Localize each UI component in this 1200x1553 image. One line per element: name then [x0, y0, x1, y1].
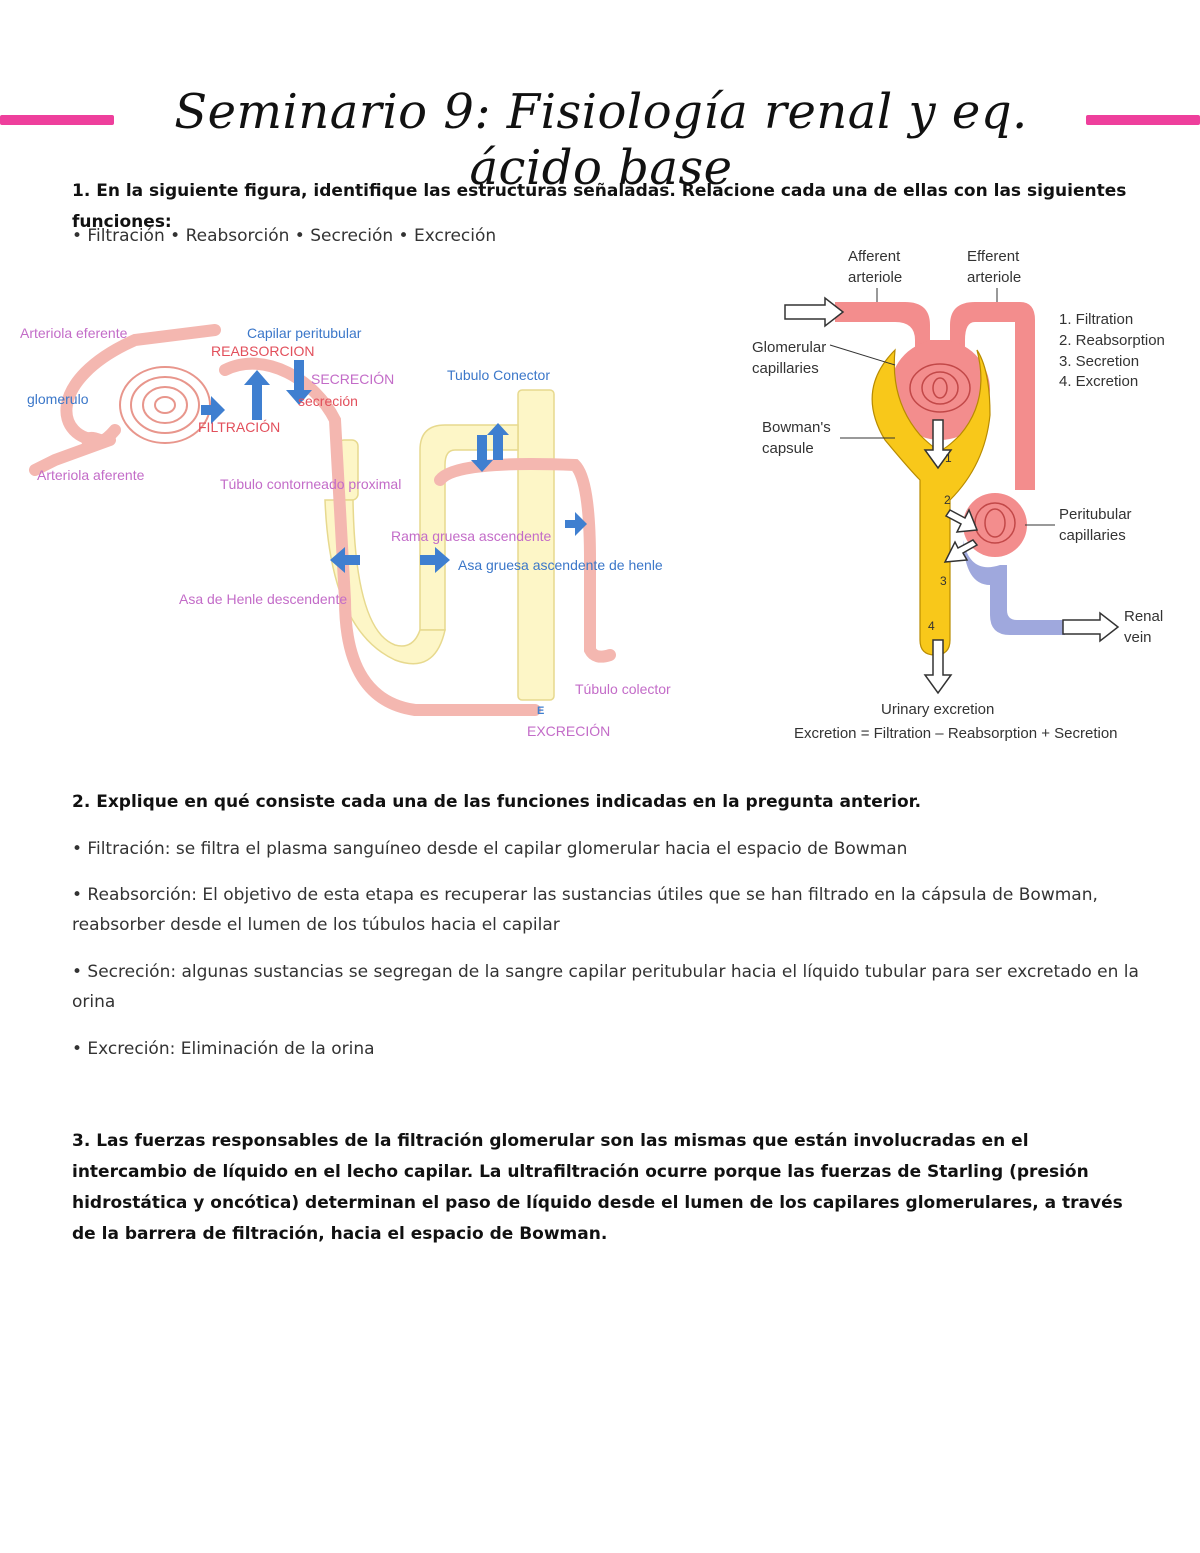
legend-reabsorption: 2. Reabsorption: [1059, 332, 1165, 349]
label-glomerulo: glomerulo: [27, 391, 89, 407]
outflow-arrow: [1063, 613, 1118, 641]
label-secrecion-upper: SECRECIÓN: [311, 371, 394, 387]
nephron-schematic-en: Afferent arteriole Efferent arteriole 1.…: [745, 240, 1185, 750]
label-peritubular-1: Peritubular: [1059, 506, 1132, 523]
label-glomerular-1: Glomerular: [752, 339, 826, 356]
label-afferent-2: arteriole: [848, 269, 902, 286]
label-renal-2: vein: [1124, 629, 1152, 646]
label-efferent-1: Efferent: [967, 248, 1020, 265]
label-asa-descendente: Asa de Henle descendente: [179, 591, 347, 607]
answer-secrecion: • Secreción: algunas sustancias se segre…: [72, 957, 1142, 1017]
label-formula: Excretion = Filtration – Reabsorption + …: [794, 725, 1118, 742]
label-arteriola-eferente: Arteriola eferente: [20, 325, 128, 341]
label-tubulo-conector: Tubulo Conector: [447, 367, 550, 383]
label-reabsorcion: REABSORCION: [211, 343, 314, 359]
label-bowmans-1: Bowman's: [762, 419, 831, 436]
function-options: • Filtración • Reabsorción • Secreción •…: [72, 226, 496, 246]
label-tubulo-colector: Túbulo colector: [575, 681, 671, 697]
answer-excrecion: • Excreción: Eliminación de la orina: [72, 1034, 1142, 1064]
num-1: 1: [945, 451, 952, 465]
label-e-mark: E: [537, 705, 544, 717]
legend-excretion: 4. Excretion: [1059, 373, 1138, 390]
reabsorption-arrow: [244, 370, 270, 420]
label-glomerular-2: capillaries: [752, 360, 819, 377]
label-capilar-peritubular: Capilar peritubular: [247, 325, 362, 341]
legend-secretion: 3. Secretion: [1059, 353, 1139, 370]
label-arteriola-aferente: Arteriola aferente: [37, 467, 145, 483]
num-4: 4: [928, 619, 935, 633]
question-3: 3. Las fuerzas responsables de la filtra…: [72, 1126, 1142, 1250]
title-decoration-right: [1086, 115, 1200, 125]
title-decoration-left: [0, 115, 114, 125]
answer-reabsorcion: • Reabsorción: El objetivo de esta etapa…: [72, 880, 1142, 940]
inflow-arrow: [785, 298, 843, 326]
label-excrecion: EXCRECIÓN: [527, 723, 610, 739]
nephron-diagram-es: Arteriola eferente Capilar peritubular R…: [15, 300, 715, 750]
label-bowmans-2: capsule: [762, 440, 814, 457]
label-rama-gruesa: Rama gruesa ascendente: [391, 528, 552, 544]
legend-filtration: 1. Filtration: [1059, 311, 1133, 328]
title-row: Seminario 9: Fisiología renal y eq. ácid…: [0, 78, 1200, 168]
tubule-yellow: [325, 390, 554, 700]
label-renal-1: Renal: [1124, 608, 1163, 625]
answer-filtracion: • Filtración: se filtra el plasma sanguí…: [72, 834, 1142, 864]
label-afferent-1: Afferent: [848, 248, 901, 265]
label-tubulo-proximal: Túbulo contorneado proximal: [220, 476, 401, 492]
question-2: 2. Explique en qué consiste cada una de …: [72, 787, 1142, 818]
label-secrecion-lower: secreción: [298, 393, 358, 409]
label-urinary-excretion: Urinary excretion: [881, 701, 994, 718]
renal-vein-vessel: [963, 540, 1065, 635]
label-filtracion: FILTRACIÓN: [198, 419, 280, 435]
label-asa-gruesa: Asa gruesa ascendente de henle: [458, 557, 663, 573]
label-efferent-2: arteriole: [967, 269, 1021, 286]
num-3: 3: [940, 574, 947, 588]
num-2: 2: [944, 493, 951, 507]
label-peritubular-2: capillaries: [1059, 527, 1126, 544]
glomerulus: [120, 367, 210, 443]
